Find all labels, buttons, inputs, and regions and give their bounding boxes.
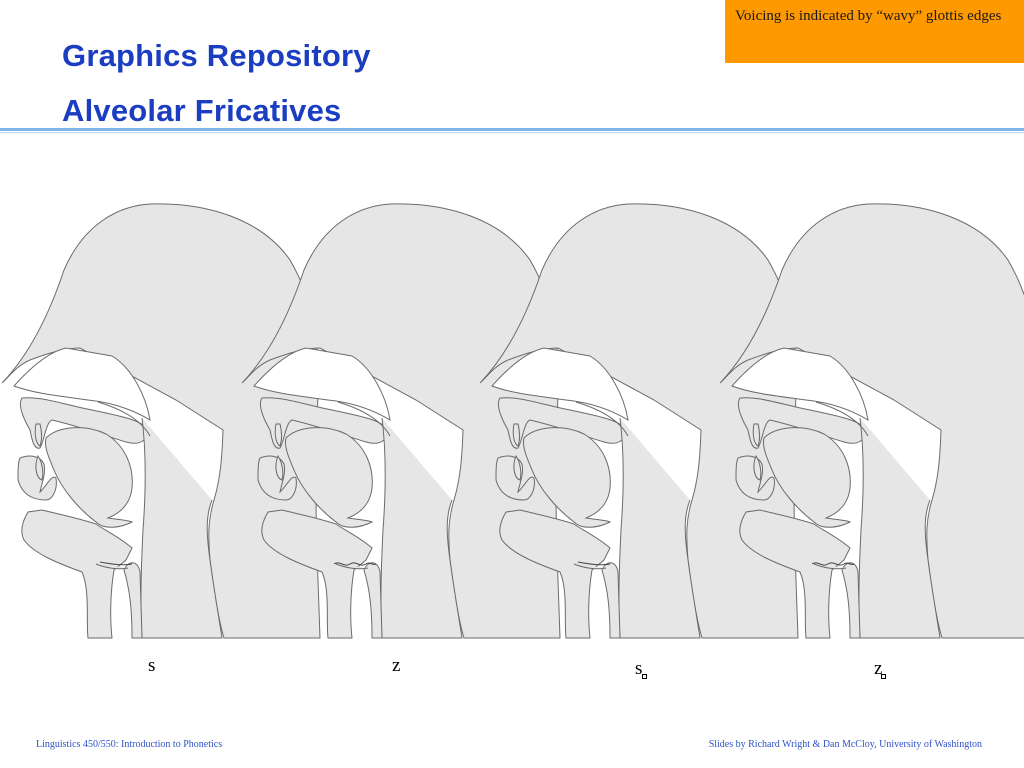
voicing-note-text: Voicing is indicated by “wavy” glottis e… [735,8,1002,24]
header-rule-thin [0,132,1024,133]
voiceless-diacritic-icon [642,674,647,679]
slide-subtitle: Alveolar Fricatives [62,93,342,128]
panel-label-s-voiceless: s [635,658,643,679]
footer-credits: Slides by Richard Wright & Dan McCloy, U… [708,739,982,750]
panel-label-s: s [148,655,156,676]
header-rule [0,128,1024,131]
voicing-note: Voicing is indicated by “wavy” glottis e… [725,0,1024,63]
footer-course: Linguistics 450/550: Introduction to Pho… [36,739,223,750]
vocal-tract-figure [1,203,1024,639]
slide-title: Graphics Repository [62,38,371,73]
panel-label-z-voiceless: z [874,658,883,679]
panel-label-z: z [392,655,401,676]
voiceless-diacritic-icon [881,674,886,679]
